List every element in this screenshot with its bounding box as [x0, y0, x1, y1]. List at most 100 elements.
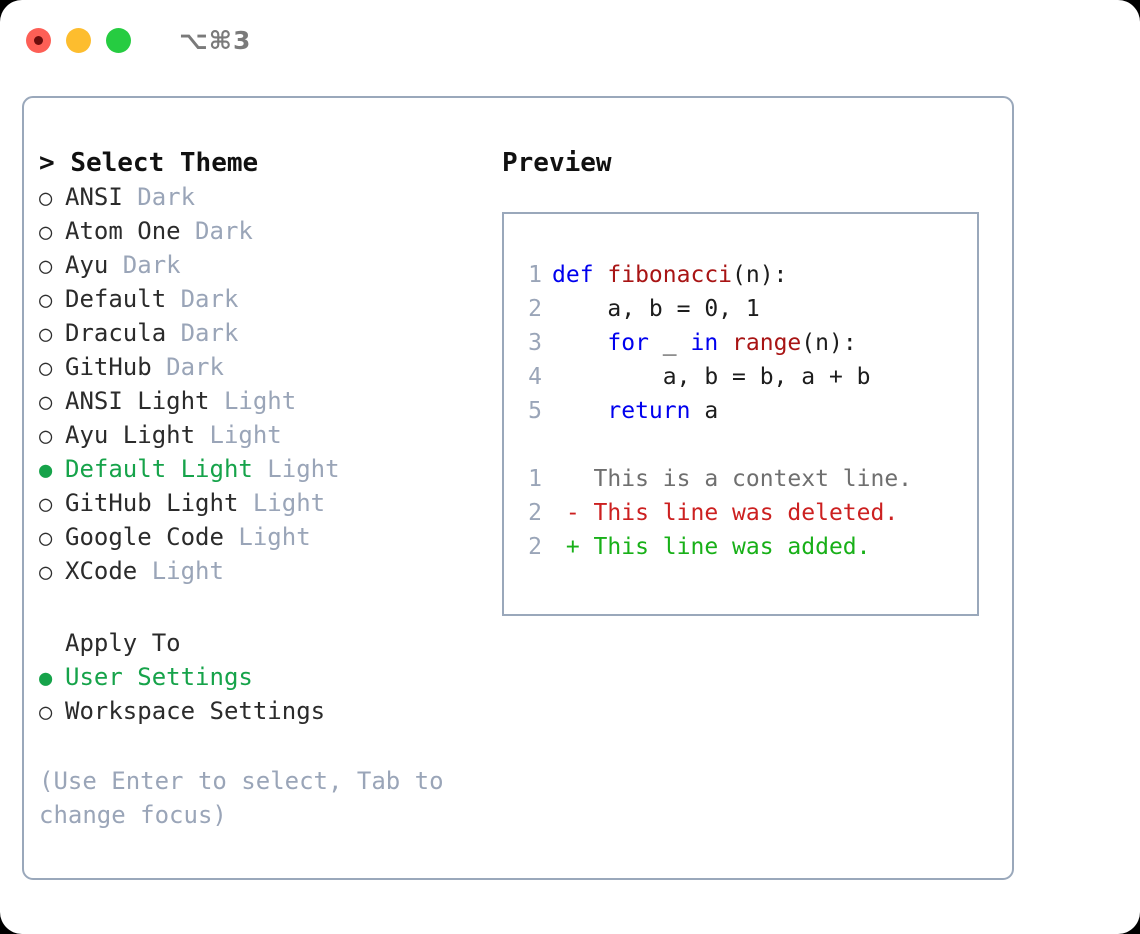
code-token-keyword: in	[690, 330, 719, 356]
diff-line: 2 - This line was deleted.	[504, 496, 977, 530]
keyboard-hint-text: (Use Enter to select, Tab to change focu…	[39, 767, 459, 829]
theme-option-label: Dracula	[65, 319, 167, 347]
radio-unselected-icon: ○	[39, 356, 53, 381]
apply-to-option-label: User Settings	[65, 663, 253, 691]
theme-option-label: Atom One	[65, 217, 181, 245]
radio-unselected-icon: ○	[39, 322, 53, 347]
theme-option-label: GitHub Light	[65, 489, 239, 517]
theme-variant-tag: Dark	[180, 217, 253, 245]
theme-option-label: Default	[65, 285, 167, 313]
theme-variant-tag: Dark	[122, 183, 196, 211]
theme-option-0[interactable]: ○ ANSI Dark	[39, 180, 479, 214]
apply-to-option-0[interactable]: ● User Settings	[39, 660, 479, 694]
code-line-number: 5	[528, 398, 542, 424]
theme-variant-tag: Dark	[108, 251, 181, 279]
theme-option-11[interactable]: ○ XCode Light	[39, 554, 479, 588]
apply-to-heading: Apply To	[65, 629, 181, 657]
code-line-text: def fibonacci(n):	[552, 258, 787, 292]
theme-option-5[interactable]: ○GitHub Dark	[39, 350, 479, 384]
radio-unselected-icon: ○	[39, 254, 53, 279]
theme-variant-tag: Light	[223, 523, 311, 551]
main-panel: > Select Theme ○ANSI Dark○Atom One Dark○…	[22, 96, 1014, 880]
theme-option-label: Google Code	[65, 523, 224, 551]
radio-selected-icon: ●	[39, 458, 53, 483]
code-token-keyword: def	[552, 262, 608, 288]
theme-variant-tag: Light	[209, 387, 297, 415]
select-theme-heading-label: Select Theme	[70, 148, 259, 178]
code-line-text: a, b = b, a + b	[552, 360, 871, 394]
radio-unselected-icon: ○	[39, 186, 53, 211]
maximize-button-icon[interactable]	[106, 27, 131, 53]
apply-to-option-list: ● User Settings ○ Workspace Settings	[39, 660, 479, 728]
theme-option-9[interactable]: ○ GitHub Light Light	[39, 486, 479, 520]
close-button-icon[interactable]	[26, 27, 51, 53]
radio-unselected-icon: ○	[39, 390, 53, 415]
theme-option-label: ANSI	[65, 183, 123, 211]
theme-option-7[interactable]: ○Ayu Light Light	[39, 418, 479, 452]
minimize-button-icon[interactable]	[66, 27, 91, 53]
theme-option-label: XCode	[65, 557, 138, 585]
theme-selector-column: > Select Theme ○ANSI Dark○Atom One Dark○…	[39, 146, 479, 832]
code-diff-spacer	[504, 428, 977, 462]
theme-variant-tag: Light	[137, 557, 224, 585]
theme-option-list: ○ANSI Dark○Atom One Dark○Ayu Dark○Defaul…	[39, 180, 479, 588]
code-token-plain: (n):	[732, 262, 788, 288]
apply-to-option-label: Workspace Settings	[65, 697, 326, 725]
diff-line-text-context: This is a context line.	[552, 466, 913, 492]
code-token-plain	[718, 330, 732, 356]
theme-option-label: Ayu	[65, 251, 109, 279]
code-token-plain: a, b = b, a + b	[552, 364, 871, 390]
code-token-plain: (n):	[801, 330, 857, 356]
title-bar: ⌥⌘3	[0, 0, 1140, 80]
code-token-plain: _	[648, 330, 691, 356]
theme-variant-tag: Light	[195, 421, 282, 449]
diff-sample: 1 This is a context line.2 - This line w…	[504, 462, 977, 564]
diff-line-text-added: + This line was added.	[552, 534, 871, 560]
code-line: 5 return a	[504, 394, 977, 428]
code-token-plain: a, b = 0, 1	[552, 296, 760, 322]
theme-option-2[interactable]: ○ Ayu Dark	[39, 248, 479, 282]
code-line-number: 2	[528, 296, 542, 322]
code-token-keyword: return	[607, 398, 691, 424]
close-active-dot-icon	[34, 35, 43, 45]
code-line: 2 a, b = 0, 1	[504, 292, 977, 326]
theme-option-label: GitHub	[65, 353, 152, 381]
theme-option-1[interactable]: ○ Atom One Dark	[39, 214, 479, 248]
code-token-keyword: for	[607, 330, 649, 356]
code-line: 3 for _ in range(n):	[504, 326, 977, 360]
radio-unselected-icon: ○	[39, 526, 53, 551]
preview-heading: Preview	[502, 148, 612, 178]
diff-line: 2 + This line was added.	[504, 530, 977, 564]
code-token-function: fibonacci	[607, 262, 733, 288]
code-token-plain	[552, 398, 607, 424]
radio-unselected-icon: ○	[39, 492, 53, 517]
radio-selected-icon: ●	[39, 666, 53, 691]
theme-option-6[interactable]: ○ANSI Light Light	[39, 384, 479, 418]
code-line-text: return a	[552, 394, 718, 428]
theme-option-4[interactable]: ○ Dracula Dark	[39, 316, 479, 350]
theme-variant-tag: Light	[238, 489, 326, 517]
select-theme-heading: > Select Theme	[39, 146, 479, 180]
keyboard-shortcut-label: ⌥⌘3	[179, 25, 252, 55]
theme-option-label: Ayu Light	[65, 421, 196, 449]
radio-unselected-icon: ○	[39, 700, 53, 725]
theme-variant-tag: Dark	[166, 319, 239, 347]
theme-option-8[interactable]: ● Default Light Light	[39, 452, 479, 486]
code-line-text: a, b = 0, 1	[552, 292, 760, 326]
code-line-number: 4	[528, 364, 542, 390]
code-line-text: for _ in range(n):	[552, 326, 857, 360]
theme-variant-tag: Light	[252, 455, 340, 483]
theme-option-10[interactable]: ○ Google Code Light	[39, 520, 479, 554]
code-token-plain: a	[690, 398, 719, 424]
radio-unselected-icon: ○	[39, 220, 53, 245]
theme-option-label: Default Light	[65, 455, 253, 483]
theme-option-3[interactable]: ○Default Dark	[39, 282, 479, 316]
code-token-function: range	[732, 330, 802, 356]
radio-unselected-icon: ○	[39, 560, 53, 585]
apply-to-option-1[interactable]: ○ Workspace Settings	[39, 694, 479, 728]
